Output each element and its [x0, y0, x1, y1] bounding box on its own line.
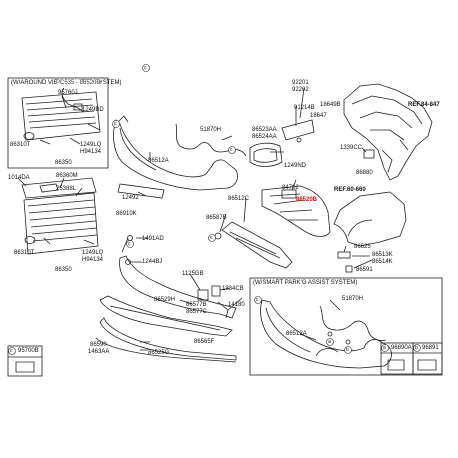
label-86577b: 86577B — [186, 302, 207, 308]
radiator-grille-top — [21, 91, 101, 141]
label-86360m: 86360M — [56, 173, 78, 179]
label-86577c: 86577C — [186, 309, 208, 315]
spas-box-title: (W/SMART PARK'G ASSIST SYSTEM) — [253, 280, 358, 286]
label-86350: 86350 — [55, 267, 72, 273]
label-86350-top: 86350 — [55, 160, 72, 166]
monitor-box-overlap: PC535 - 86520B — [56, 80, 101, 87]
label-1244bj: 1244BJ — [142, 259, 163, 265]
fog-lamp-bezel — [249, 142, 283, 167]
marker-c: c — [230, 147, 233, 153]
label-86520b-highlight[interactable]: 86520B — [296, 197, 318, 203]
label-86523aa: 86523AA — [252, 127, 277, 133]
label-86625: 86625 — [354, 244, 371, 250]
label-1463aa: 1463AA — [88, 349, 110, 355]
box-label-96890a: 96890A — [391, 345, 412, 351]
marker-c: c — [256, 297, 259, 303]
radiator-grille-lower — [21, 177, 99, 255]
marker-c: c — [128, 241, 131, 247]
front-fender — [333, 191, 407, 247]
marker-c: c — [10, 348, 13, 354]
label-51870h: 51870H — [200, 127, 222, 133]
skid-plate — [99, 295, 233, 337]
box-label-95700b: 95700B — [18, 348, 39, 354]
marker-c: c — [144, 65, 147, 71]
bumper-bracket — [281, 119, 315, 141]
smart-park-assist-box — [249, 277, 443, 376]
label-86512c: 86512C — [228, 196, 250, 202]
bumper-molding — [99, 317, 237, 361]
sensor-96891 — [417, 359, 437, 371]
label-86529h: 86529H — [154, 297, 176, 303]
marker-c: c — [114, 121, 117, 127]
box-label-96891: 96891 — [422, 345, 439, 351]
ref-84-847: REF.84-847 — [408, 102, 440, 108]
label-86310t-top: 86310T — [10, 142, 31, 148]
label-86525g: 86525G — [148, 350, 170, 356]
side-repeater-cover — [337, 251, 351, 259]
label-95760j: 95760J — [58, 90, 78, 96]
label-1014da: 1014DA — [8, 175, 30, 181]
label-1491ad: 1491AD — [142, 236, 164, 242]
label-86587b: 86587B — [206, 215, 227, 221]
marker-c: c — [210, 235, 213, 241]
spas-wire-harness — [319, 305, 387, 341]
clip-box-95700b — [7, 345, 43, 377]
label-18647: 18647 — [310, 113, 327, 119]
label-1249bd: 1249BD — [82, 107, 104, 113]
ref-60-660: REF.60-660 — [334, 187, 366, 193]
label-1249nd: 1249ND — [284, 163, 307, 169]
lower-grille — [221, 221, 293, 269]
label-1249lq-top: 1249LQ — [80, 142, 102, 148]
label-1249lq: 1249LQ — [82, 250, 104, 256]
label-1125gb: 1125GB — [182, 271, 204, 277]
label-86514k: 86514K — [372, 259, 393, 265]
label-86591: 86591 — [356, 267, 373, 273]
marker-b: b — [415, 345, 418, 351]
lower-bumper-valance — [119, 237, 237, 319]
label-86524aa: 86524AA — [252, 134, 277, 140]
label-86512a: 86512A — [148, 158, 169, 164]
spas-bumper-cover — [260, 299, 392, 369]
marker-a: a — [328, 339, 331, 345]
sensor-96890a — [387, 359, 405, 371]
front-end-carrier — [343, 83, 433, 181]
bracket-84702 — [281, 189, 297, 199]
clip-95700b — [15, 361, 35, 373]
lower-moulding-strip — [95, 337, 237, 363]
label-92201: 92201 — [292, 80, 309, 86]
label-91214b: 91214B — [294, 105, 315, 111]
label-86590: 86590 — [90, 342, 107, 348]
sensor-box-b — [412, 342, 443, 375]
label-86310t: 86310T — [14, 250, 35, 256]
label-86565f: 86565F — [194, 339, 215, 345]
marker-b: b — [346, 347, 349, 353]
label-1334cb: 1334CB — [222, 286, 244, 292]
label-h94134: H94134 — [82, 257, 104, 263]
monitor-system-box — [7, 77, 109, 169]
front-bumper-cover — [113, 115, 238, 191]
label-18649b: 18649B — [320, 102, 341, 108]
label-51870h-spas: 51870H — [342, 296, 364, 302]
label-25388l: 25388L — [56, 186, 77, 192]
bumper-energy-absorber — [261, 185, 331, 237]
label-92202: 92202 — [292, 87, 309, 93]
marker-a: a — [383, 345, 386, 351]
label-86880: 86880 — [356, 170, 373, 176]
label-86910k: 86910K — [116, 211, 137, 217]
license-plate-bracket — [117, 183, 165, 199]
label-84702: 84702 — [282, 185, 299, 191]
label-86512a-spas: 86512A — [286, 331, 307, 337]
label-12492: 12492 — [122, 195, 139, 201]
label-86513k: 86513K — [372, 252, 393, 258]
camera-wire — [61, 87, 85, 113]
label-h94134-top: H94134 — [80, 149, 102, 155]
label-14180: 14180 — [228, 302, 245, 308]
label-1339cc: 1339CC — [340, 145, 363, 151]
